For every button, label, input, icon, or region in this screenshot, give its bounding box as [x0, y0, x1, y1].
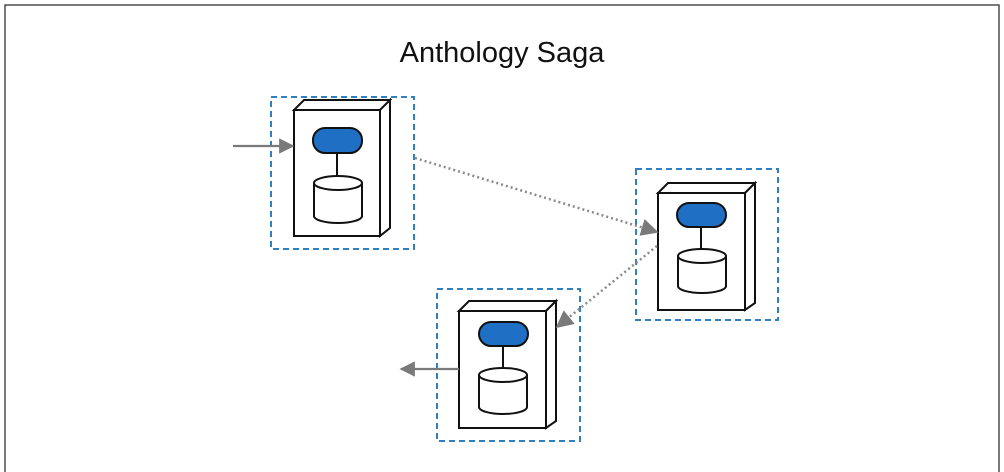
service-3	[436, 288, 581, 442]
service-1-boundary	[270, 96, 415, 250]
service-3-boundary	[436, 288, 581, 442]
diagram-frame	[4, 4, 1000, 472]
service-2-boundary	[635, 168, 779, 321]
flow-arrow-service2-to-service3	[555, 245, 658, 329]
database-icon	[313, 175, 363, 224]
diagram-title: Anthology Saga	[400, 37, 606, 69]
database-icon	[478, 367, 528, 415]
flow-arrow-service1-to-service2	[414, 156, 659, 236]
api-pill-icon	[478, 321, 529, 347]
database-icon	[677, 248, 727, 294]
api-pill-icon	[312, 127, 363, 154]
api-pill-icon	[676, 202, 727, 228]
service-1	[270, 96, 415, 250]
service-2	[635, 168, 779, 321]
